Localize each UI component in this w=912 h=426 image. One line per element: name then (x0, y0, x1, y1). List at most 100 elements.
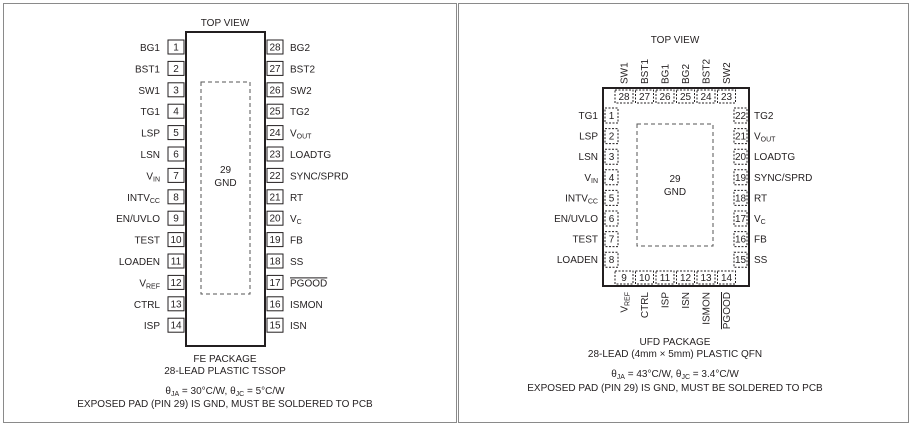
qfn-exposed-pad (636, 123, 714, 247)
qfn-pin-27-box (635, 89, 654, 104)
tssop-pin-5-box (167, 125, 185, 141)
tssop-pin-name-vc: VC (290, 214, 302, 226)
qfn-pin-24-box (696, 89, 716, 104)
tssop-pin-27-number: 27 (269, 64, 281, 75)
qfn-pin-4-number: 4 (609, 173, 615, 184)
tssop-pin-19-number: 19 (269, 235, 281, 246)
qfn-pin-25-box (676, 89, 695, 104)
qfn-pin-name-sw2: SW2 (722, 62, 733, 84)
qfn-pin-name-isp: ISP (661, 292, 672, 308)
tssop-pin-10-number: 10 (170, 235, 182, 246)
qfn-pin-name-en-uvlo: EN/UVLO (554, 214, 598, 225)
qfn-pin-11-box (655, 270, 675, 285)
tssop-pin-15-box (266, 317, 284, 333)
qfn-pin-18-number: 18 (735, 193, 747, 204)
tssop-pin-10-box (167, 232, 185, 248)
qfn-pin-17-number: 17 (735, 214, 747, 225)
qfn-pin-26-number: 26 (659, 92, 671, 103)
tssop-pin-name-tg1: TG1 (141, 107, 161, 118)
tssop-pin-23-number: 23 (269, 150, 281, 161)
qfn-pin-name-fb: FB (754, 235, 767, 246)
qfn-pin-23-box (717, 89, 736, 104)
tssop-pin-23-box (266, 146, 284, 162)
tssop-pin-6-number: 6 (173, 150, 179, 161)
qfn-pin-name-bg1: BG1 (661, 64, 672, 84)
tssop-thermal-resistance: θJA = 30°C/W, θJC = 5°C/W (165, 386, 285, 398)
qfn-package-name: UFD PACKAGE (640, 337, 711, 348)
tssop-pin-name-fb: FB (290, 236, 303, 247)
qfn-pin-name-vin: VIN (584, 173, 598, 185)
qfn-pin-name-pgood: PGOOD (722, 292, 733, 329)
qfn-pin-22-number: 22 (735, 111, 747, 122)
tssop-pin-name-isn: ISN (290, 321, 307, 332)
qfn-pin-name-isn: ISN (681, 292, 692, 309)
tssop-pin-name-bst1: BST1 (135, 64, 160, 75)
qfn-pin-20-number: 20 (735, 152, 747, 163)
tssop-pin-name-sync-sprd: SYNC/SPRD (290, 171, 348, 182)
tssop-pin-8-number: 8 (173, 192, 179, 203)
tssop-pin-5-number: 5 (173, 128, 179, 139)
qfn-pin-28-number: 28 (618, 92, 630, 103)
tssop-pin-name-vref: VREF (139, 278, 160, 290)
qfn-exposed-pad-number: 29 (669, 174, 681, 185)
tssop-pin-name-en-uvlo: EN/UVLO (116, 214, 160, 225)
qfn-pin-9-number: 9 (621, 273, 627, 284)
qfn-pin-7-number: 7 (609, 235, 615, 246)
tssop-pin-20-box (266, 210, 284, 226)
tssop-pin-name-pgood: PGOOD (290, 278, 327, 289)
tssop-pin-13-number: 13 (170, 299, 182, 310)
qfn-pin-11-number: 11 (660, 273, 671, 284)
tssop-pin-14-box (167, 317, 185, 333)
tssop-pin-9-box (167, 210, 185, 226)
tssop-pin-8-box (167, 189, 185, 205)
qfn-left-pins: 1TG12LSP3LSN4VIN5INTVCC6EN/UVLO7TEST8LOA… (554, 107, 619, 268)
tssop-left-pins: 1BG12BST13SW14TG15LSP6LSN7VIN8INTVCC9EN/… (116, 39, 185, 333)
tssop-package-body (185, 31, 266, 347)
qfn-pin-12-box (676, 270, 695, 285)
tssop-pin-28-number: 28 (269, 43, 281, 54)
tssop-pin-name-sw1: SW1 (138, 86, 160, 97)
tssop-exposed-pad-note: EXPOSED PAD (PIN 29) IS GND, MUST BE SOL… (77, 399, 373, 410)
tssop-pin-name-tg2: TG2 (290, 107, 310, 118)
qfn-pin-name-bst1: BST1 (640, 59, 651, 84)
tssop-pin-27-box (266, 60, 284, 76)
tssop-pin-1-box (167, 39, 185, 55)
qfn-pin-9-box (614, 270, 634, 285)
tssop-pin-name-lsn: LSN (141, 150, 160, 161)
qfn-pin-26-box (655, 89, 675, 104)
tssop-pin-name-rt: RT (290, 193, 303, 204)
tssop-pin-11-box (167, 253, 185, 269)
tssop-pin-2-number: 2 (173, 64, 179, 75)
tssop-pin-22-number: 22 (269, 171, 281, 182)
tssop-pin-name-loadtg: LOADTG (290, 150, 331, 161)
qfn-pin-name-ismon: ISMON (702, 292, 713, 325)
tssop-pin-12-number: 12 (170, 278, 182, 289)
qfn-top-view-title: TOP VIEW (651, 35, 700, 46)
qfn-pin-28-box (614, 89, 634, 104)
qfn-thermal-resistance: θJA = 43°C/W, θJC = 3.4°C/W (611, 369, 739, 381)
tssop-pin-15-number: 15 (269, 321, 281, 332)
qfn-pin-name-vref: VREF (620, 292, 632, 313)
tssop-pin-name-isp: ISP (144, 321, 160, 332)
tssop-pin-7-number: 7 (173, 171, 179, 182)
tssop-exposed-pad-label: GND (214, 178, 236, 189)
qfn-exposed-pad-note: EXPOSED PAD (PIN 29) IS GND, MUST BE SOL… (527, 383, 823, 394)
qfn-pin-name-rt: RT (754, 193, 767, 204)
tssop-pin-16-box (266, 296, 284, 312)
tssop-pin-4-box (167, 103, 185, 119)
tssop-pin-3-box (167, 82, 185, 98)
tssop-pin-4-number: 4 (173, 107, 179, 118)
tssop-pin-28-box (266, 39, 284, 55)
tssop-pin-3-number: 3 (173, 85, 179, 96)
tssop-pin-7-box (167, 167, 185, 183)
tssop-pin-name-ctrl: CTRL (134, 300, 161, 311)
qfn-pin-name-ctrl: CTRL (640, 292, 651, 319)
tssop-pin-17-box (266, 274, 284, 290)
tssop-pin-25-box (266, 103, 284, 119)
tssop-pin-18-box (266, 253, 284, 269)
